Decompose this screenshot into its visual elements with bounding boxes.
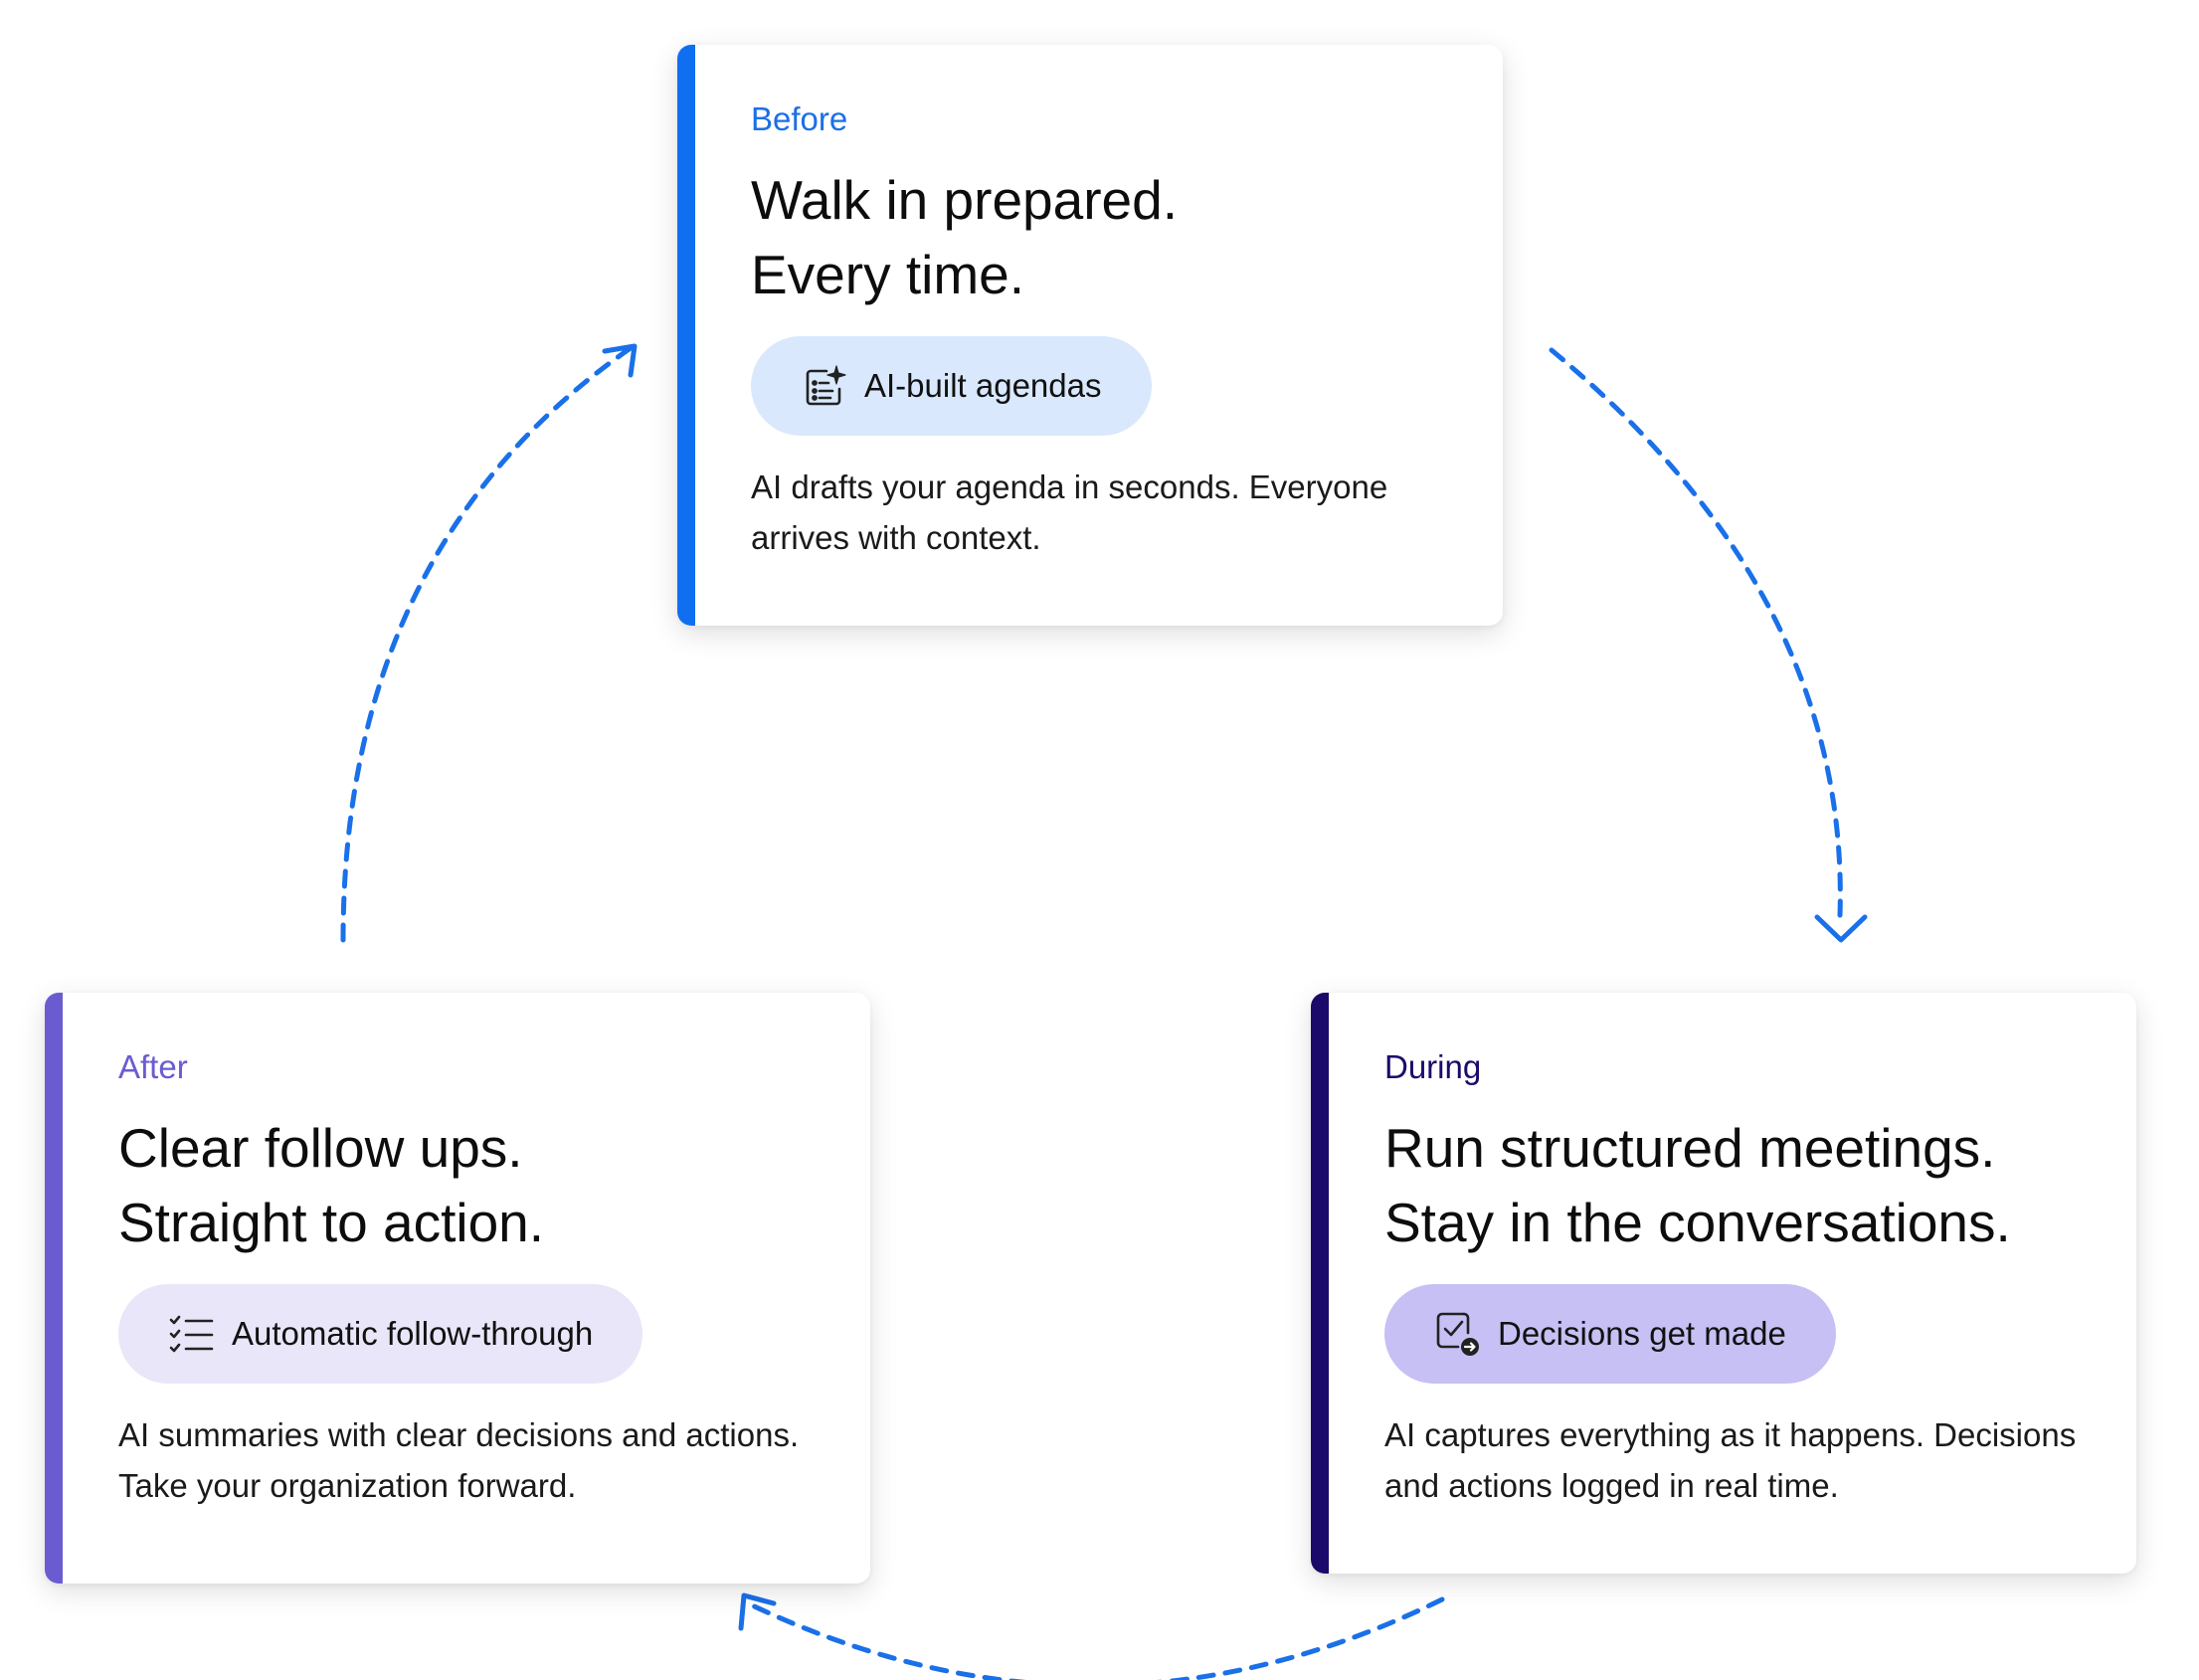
after-headline-line-2: Straight to action.: [118, 1192, 545, 1253]
during-description: AI captures everything as it happens. De…: [1384, 1409, 2081, 1511]
during-headline: Run structured meetings. Stay in the con…: [1384, 1111, 2081, 1260]
arrow-after-to-before: [340, 345, 634, 943]
checklist-icon: [168, 1311, 214, 1357]
during-card: During Run structured meetings. Stay in …: [1311, 993, 2136, 1574]
automatic-follow-through-label: Automatic follow-through: [232, 1315, 594, 1352]
before-headline-line-1: Walk in prepared.: [751, 169, 1178, 231]
decisions-get-made-pill[interactable]: Decisions get made: [1384, 1284, 1836, 1384]
during-headline-line-1: Run structured meetings.: [1384, 1117, 1996, 1179]
before-description-line-1: AI drafts your agenda in seconds. Everyo…: [751, 468, 1388, 505]
during-accent-bar: [1311, 993, 1329, 1574]
during-phase-label: During: [1384, 1048, 1482, 1085]
arrowhead-before: [602, 343, 638, 378]
before-headline-line-2: Every time.: [751, 244, 1025, 305]
before-accent-bar: [677, 45, 695, 626]
during-description-line-1: AI captures everything as it happens. De…: [1384, 1416, 2077, 1453]
arrowhead-after: [738, 1592, 777, 1631]
before-description-line-2: arrives with context.: [751, 519, 1041, 556]
after-description-line-1: AI summaries with clear decisions and ac…: [118, 1416, 800, 1453]
after-description-line-2: Take your organization forward.: [118, 1467, 577, 1504]
ai-built-agendas-label: AI-built agendas: [864, 367, 1102, 404]
after-headline-line-1: Clear follow ups.: [118, 1117, 523, 1179]
during-description-line-2: and actions logged in real time.: [1384, 1467, 1839, 1504]
before-card: Before Walk in prepared. Every time. AI-…: [677, 45, 1503, 626]
arrow-during-to-after: [741, 1596, 1445, 1680]
checkbox-arrow-icon: [1434, 1311, 1480, 1357]
before-headline: Walk in prepared. Every time.: [751, 163, 1447, 312]
ai-built-agendas-pill[interactable]: AI-built agendas: [751, 336, 1152, 436]
after-phase-label: After: [118, 1048, 188, 1085]
before-description: AI drafts your agenda in seconds. Everyo…: [751, 462, 1447, 563]
before-phase-label: Before: [751, 100, 848, 137]
after-card: After Clear follow ups. Straight to acti…: [45, 993, 870, 1584]
sparkle-list-icon: [801, 363, 846, 409]
arrowhead-during: [1814, 914, 1868, 943]
after-accent-bar: [45, 993, 63, 1584]
after-description: AI summaries with clear decisions and ac…: [118, 1409, 815, 1511]
decisions-get-made-label: Decisions get made: [1498, 1315, 1786, 1352]
arrow-before-to-during: [1549, 347, 1843, 918]
during-headline-line-2: Stay in the conversations.: [1384, 1192, 2011, 1253]
automatic-follow-through-pill[interactable]: Automatic follow-through: [118, 1284, 643, 1384]
after-headline: Clear follow ups. Straight to action.: [118, 1111, 815, 1260]
